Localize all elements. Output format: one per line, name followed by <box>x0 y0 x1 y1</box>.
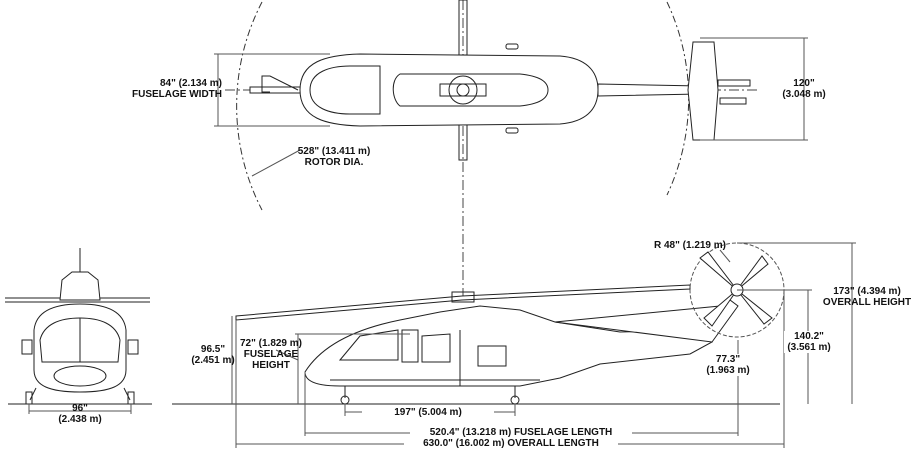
rotor-disc-arc <box>237 2 689 210</box>
top-vent-2 <box>506 128 518 133</box>
fuselage-width-name: FUSELAGE WIDTH <box>132 89 222 100</box>
wheel-track-label: 96" (2.438 m) <box>44 403 116 425</box>
tail-span-value: 120" <box>793 78 815 89</box>
main-hub-height-metric: (2.451 m) <box>191 355 235 366</box>
fuselage-height-name1: FUSELAGE <box>243 349 299 360</box>
front-nose <box>54 366 106 386</box>
top-stabilizer <box>688 42 718 140</box>
front-view <box>5 248 152 414</box>
top-engine-fairing <box>393 74 548 106</box>
tail-hub-height-metric: (3.561 m) <box>787 342 831 353</box>
tail-span-label: 120" (3.048 m) <box>772 78 836 100</box>
top-pitot <box>262 76 298 92</box>
top-tail-rotor-2 <box>720 98 746 104</box>
tail-hub-height-label: 140.2" (3.561 m) <box>784 331 834 353</box>
rotor-dia-leader <box>252 150 300 176</box>
side-rotor-hub <box>452 292 474 302</box>
rotor-dia-label: 528" (13.411 m) ROTOR DIA. <box>282 146 386 168</box>
wheel-track-value: 96" <box>72 403 88 414</box>
fuselage-width-label: 84" (2.134 m) FUSELAGE WIDTH <box>118 78 222 100</box>
tail-ground-value: 77.3" <box>715 354 741 365</box>
main-hub-height-label: 96.5" (2.451 m) <box>190 344 236 366</box>
side-windows <box>340 330 506 366</box>
tail-span-metric: (3.048 m) <box>782 89 826 100</box>
side-fuselage <box>305 306 712 386</box>
top-hub-arm <box>440 84 486 96</box>
fuselage-width-value: 84" (2.134 m) <box>160 78 222 89</box>
top-tail-boom <box>598 84 700 96</box>
tail-radius-leader <box>720 250 730 262</box>
overall-height-label: 173" (4.394 m) OVERALL HEIGHT <box>820 286 914 308</box>
front-gear-left <box>30 388 36 400</box>
tail-hub-height-value: 140.2" <box>794 331 824 342</box>
fuselage-length-label: 520.4" (13.218 m) FUSELAGE LENGTH <box>410 427 632 438</box>
top-vent-1 <box>506 44 518 49</box>
wheel-track-metric: (2.438 m) <box>58 414 102 425</box>
top-rotor-hub <box>449 76 477 104</box>
front-mirror-right <box>128 340 138 354</box>
overall-height-name: OVERALL HEIGHT <box>822 297 912 308</box>
front-mirror-left <box>22 340 32 354</box>
front-gear-right <box>124 388 130 400</box>
top-tail-rotor <box>718 80 750 86</box>
overall-length-label: 630.0" (16.002 m) OVERALL LENGTH <box>404 438 618 449</box>
wheelbase-label: 197" (5.004 m) <box>362 407 494 418</box>
fuselage-height-name2: HEIGHT <box>252 360 290 371</box>
front-windscreen <box>40 318 120 362</box>
fuselage-height-value: 72" (1.829 m) <box>240 338 302 349</box>
tail-ground-metric: (1.963 m) <box>706 365 750 376</box>
rotor-dia-value: 528" (13.411 m) <box>297 146 371 157</box>
main-hub-height-value: 96.5" <box>200 344 226 355</box>
front-engine-cowl <box>60 272 100 300</box>
top-view <box>214 0 808 300</box>
overall-height-value: 173" (4.394 m) <box>833 286 901 297</box>
fuselage-height-label: 72" (1.829 m) FUSELAGE HEIGHT <box>236 338 306 371</box>
tail-ground-label: 77.3" (1.963 m) <box>702 354 754 376</box>
side-tail-boom <box>555 300 738 342</box>
top-cockpit <box>310 66 380 114</box>
fus-height-leader <box>276 350 298 360</box>
rotor-dia-name: ROTOR DIA. <box>304 157 364 168</box>
tail-rotor-radius-label: R 48" (1.219 m) <box>654 240 726 251</box>
